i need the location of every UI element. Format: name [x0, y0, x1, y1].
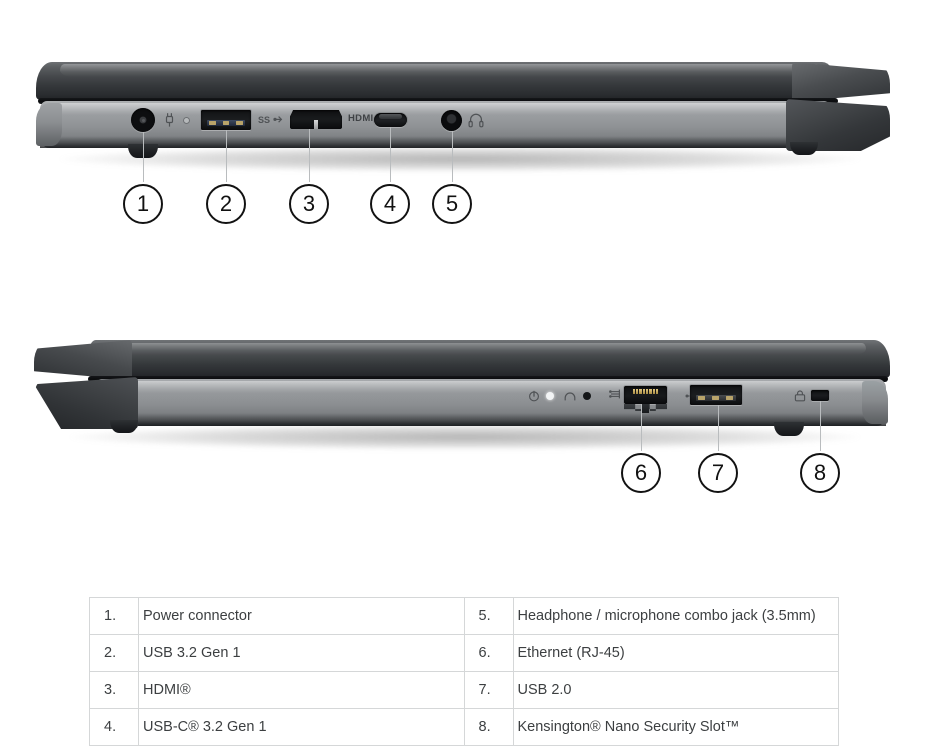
- legend-number: 5.: [463, 597, 514, 635]
- laptop-right-side-view: 6 7 8: [34, 340, 890, 493]
- callout-3[interactable]: 3: [289, 184, 329, 224]
- legend-label: USB-C® 3.2 Gen 1: [138, 708, 465, 746]
- table-row: 3. HDMI® 7. USB 2.0: [89, 671, 839, 709]
- ethernet-port[interactable]: [624, 386, 667, 414]
- usb-a-contact: [209, 121, 216, 125]
- table-row: 2. USB 3.2 Gen 1 6. Ethernet (RJ-45): [89, 634, 839, 672]
- power-connector-pin: [141, 118, 145, 122]
- legend-number: 8.: [463, 708, 514, 746]
- callout-leader-2: [226, 130, 227, 182]
- usb-2-contact: [712, 396, 720, 400]
- rubber-foot-left-bottom: [110, 420, 138, 433]
- callout-4[interactable]: 4: [370, 184, 410, 224]
- usb-a-port[interactable]: [201, 110, 251, 130]
- callout-7[interactable]: 7: [698, 453, 738, 493]
- audio-led-bottom: [583, 392, 591, 400]
- callout-leader-7: [718, 405, 719, 451]
- callout-leader-3: [309, 129, 310, 182]
- callout-leader-8: [820, 401, 821, 451]
- table-row: 1. Power connector 5. Headphone / microp…: [89, 597, 839, 635]
- legend-label: Kensington® Nano Security Slot™: [512, 708, 839, 746]
- laptop-lid-bottom: [90, 340, 890, 378]
- callout-5[interactable]: 5: [432, 184, 472, 224]
- ground-shadow-bottom: [70, 424, 860, 450]
- callout-leader-6: [641, 404, 642, 451]
- legend-number: 3.: [89, 671, 139, 709]
- callout-8[interactable]: 8: [800, 453, 840, 493]
- lid-perspective-wedge-bottom: [34, 340, 132, 380]
- ethernet-gold-pins: [632, 388, 659, 394]
- usb-c-port[interactable]: [374, 113, 407, 127]
- base-right-nose-bottom: [862, 381, 888, 424]
- ground-shadow-top: [60, 146, 860, 172]
- legend-number: 4.: [89, 708, 139, 746]
- base-left-nose-top: [36, 103, 62, 146]
- laptop-lid-top: [36, 62, 836, 100]
- laptop-base-bottom: [96, 379, 886, 426]
- hdmi-tongue: [313, 120, 319, 129]
- legend-label: Power connector: [138, 597, 465, 635]
- usb-2-contact: [698, 396, 706, 400]
- legend-number: 1.: [89, 597, 139, 635]
- callout-leader-1: [143, 132, 144, 182]
- callout-1[interactable]: 1: [123, 184, 163, 224]
- legend-label: Headphone / microphone combo jack (3.5mm…: [512, 597, 839, 635]
- usb-a-contact: [236, 121, 243, 125]
- rubber-foot-right-bottom: [774, 422, 804, 436]
- power-led-bottom: [546, 392, 554, 400]
- port-legend-table: 1. Power connector 5. Headphone / microp…: [89, 597, 839, 746]
- kensington-lock-slot[interactable]: [811, 390, 829, 401]
- hdmi-label: HDMI: [348, 113, 374, 124]
- legend-label: USB 3.2 Gen 1: [138, 634, 465, 672]
- laptop-left-side-view: SS HDMI 1 2 3 4 5: [0, 0, 925, 224]
- callout-leader-5: [452, 131, 453, 182]
- rubber-foot-right-top: [790, 142, 818, 155]
- legend-number: 7.: [463, 671, 514, 709]
- legend-label: HDMI®: [138, 671, 465, 709]
- ethernet-latch-notch: [642, 404, 649, 414]
- table-row: 4. USB-C® 3.2 Gen 1 8. Kensington® Nano …: [89, 708, 839, 746]
- power-connector-port[interactable]: [131, 108, 155, 132]
- usb-2-port[interactable]: [690, 385, 742, 405]
- callout-2[interactable]: 2: [206, 184, 246, 224]
- hdmi-port[interactable]: [290, 110, 342, 129]
- legend-label: USB 2.0: [512, 671, 839, 709]
- legend-number: 2.: [89, 634, 139, 672]
- usb-2-contact: [726, 396, 734, 400]
- legend-label: Ethernet (RJ-45): [512, 634, 839, 672]
- callout-leader-4: [390, 127, 391, 182]
- audio-combo-jack[interactable]: [441, 110, 462, 131]
- laptop-base-top: [40, 101, 830, 148]
- legend-number: 6.: [463, 634, 514, 672]
- callout-6[interactable]: 6: [621, 453, 661, 493]
- usb-c-tongue: [378, 114, 403, 120]
- usb-a-contact: [222, 121, 229, 125]
- power-status-led-top: [183, 117, 190, 124]
